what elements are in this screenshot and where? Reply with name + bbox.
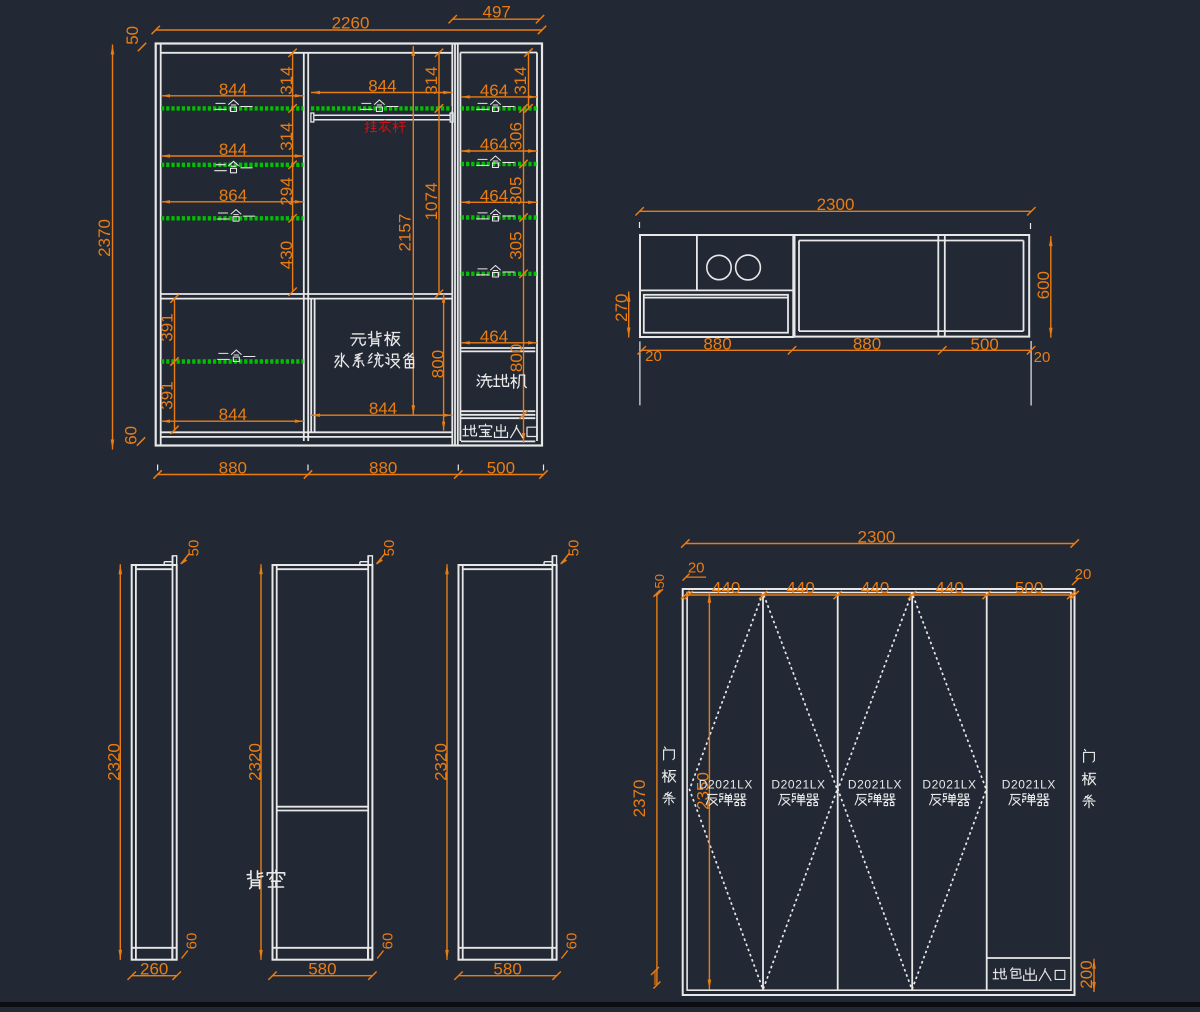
svg-text:314: 314 [277,122,296,150]
svg-text:314: 314 [422,66,441,94]
svg-text:500: 500 [971,335,999,354]
svg-text:270: 270 [612,294,631,322]
svg-text:2157: 2157 [395,214,414,252]
svg-text:50: 50 [186,540,203,557]
svg-text:1074: 1074 [422,183,441,221]
svg-text:60: 60 [122,426,141,445]
svg-text:305: 305 [507,231,526,259]
svg-text:580: 580 [308,960,336,979]
svg-text:2320: 2320 [105,743,124,781]
svg-text:D2021LX: D2021LX [922,778,976,792]
svg-text:200: 200 [1077,960,1096,988]
svg-text:464: 464 [480,81,508,100]
svg-text:440: 440 [861,579,889,598]
svg-text:440: 440 [935,579,963,598]
svg-text:844: 844 [368,77,396,96]
svg-text:20: 20 [1034,349,1051,366]
svg-text:60: 60 [184,933,201,950]
svg-text:2300: 2300 [857,528,895,547]
svg-text:391: 391 [158,313,177,341]
svg-text:2300: 2300 [817,195,855,214]
svg-text:844: 844 [219,80,247,99]
svg-text:391: 391 [158,381,177,409]
svg-text:D2021LX: D2021LX [771,778,825,792]
svg-text:2370: 2370 [95,219,114,257]
svg-text:580: 580 [493,960,521,979]
svg-text:497: 497 [483,3,511,22]
svg-text:260: 260 [140,960,168,979]
svg-text:880: 880 [703,335,731,354]
svg-text:20: 20 [688,560,705,577]
svg-text:800: 800 [429,350,448,378]
svg-text:464: 464 [480,135,508,154]
svg-text:314: 314 [277,66,296,94]
svg-text:800: 800 [507,344,526,372]
svg-text:880: 880 [219,459,247,478]
svg-text:440: 440 [712,579,740,598]
svg-text:844: 844 [369,399,397,418]
svg-text:305: 305 [507,177,526,205]
svg-text:464: 464 [480,327,508,346]
svg-text:464: 464 [480,186,508,205]
svg-text:50: 50 [381,540,398,557]
svg-text:306: 306 [507,122,526,150]
svg-text:50: 50 [123,26,142,45]
svg-text:844: 844 [219,405,247,424]
svg-text:880: 880 [369,459,397,478]
svg-text:600: 600 [1034,271,1053,299]
svg-text:880: 880 [853,335,881,354]
svg-text:50: 50 [652,574,667,588]
svg-text:430: 430 [277,241,296,269]
svg-text:500: 500 [1015,579,1043,598]
svg-text:50: 50 [565,540,582,557]
svg-text:2320: 2320 [245,743,264,781]
svg-text:D2021LX: D2021LX [848,778,902,792]
svg-text:864: 864 [219,186,247,205]
svg-text:D2021LX: D2021LX [1002,778,1056,792]
svg-text:844: 844 [219,140,247,159]
svg-text:314: 314 [511,66,530,94]
svg-text:2370: 2370 [630,780,649,818]
svg-text:440: 440 [786,579,814,598]
svg-text:2320: 2320 [431,743,450,781]
svg-text:20: 20 [645,348,662,365]
svg-text:60: 60 [379,933,396,950]
svg-text:2260: 2260 [332,14,370,33]
svg-text:D2021LX: D2021LX [699,778,753,792]
svg-text:500: 500 [487,459,515,478]
svg-text:60: 60 [564,933,581,950]
svg-text:294: 294 [277,177,296,205]
